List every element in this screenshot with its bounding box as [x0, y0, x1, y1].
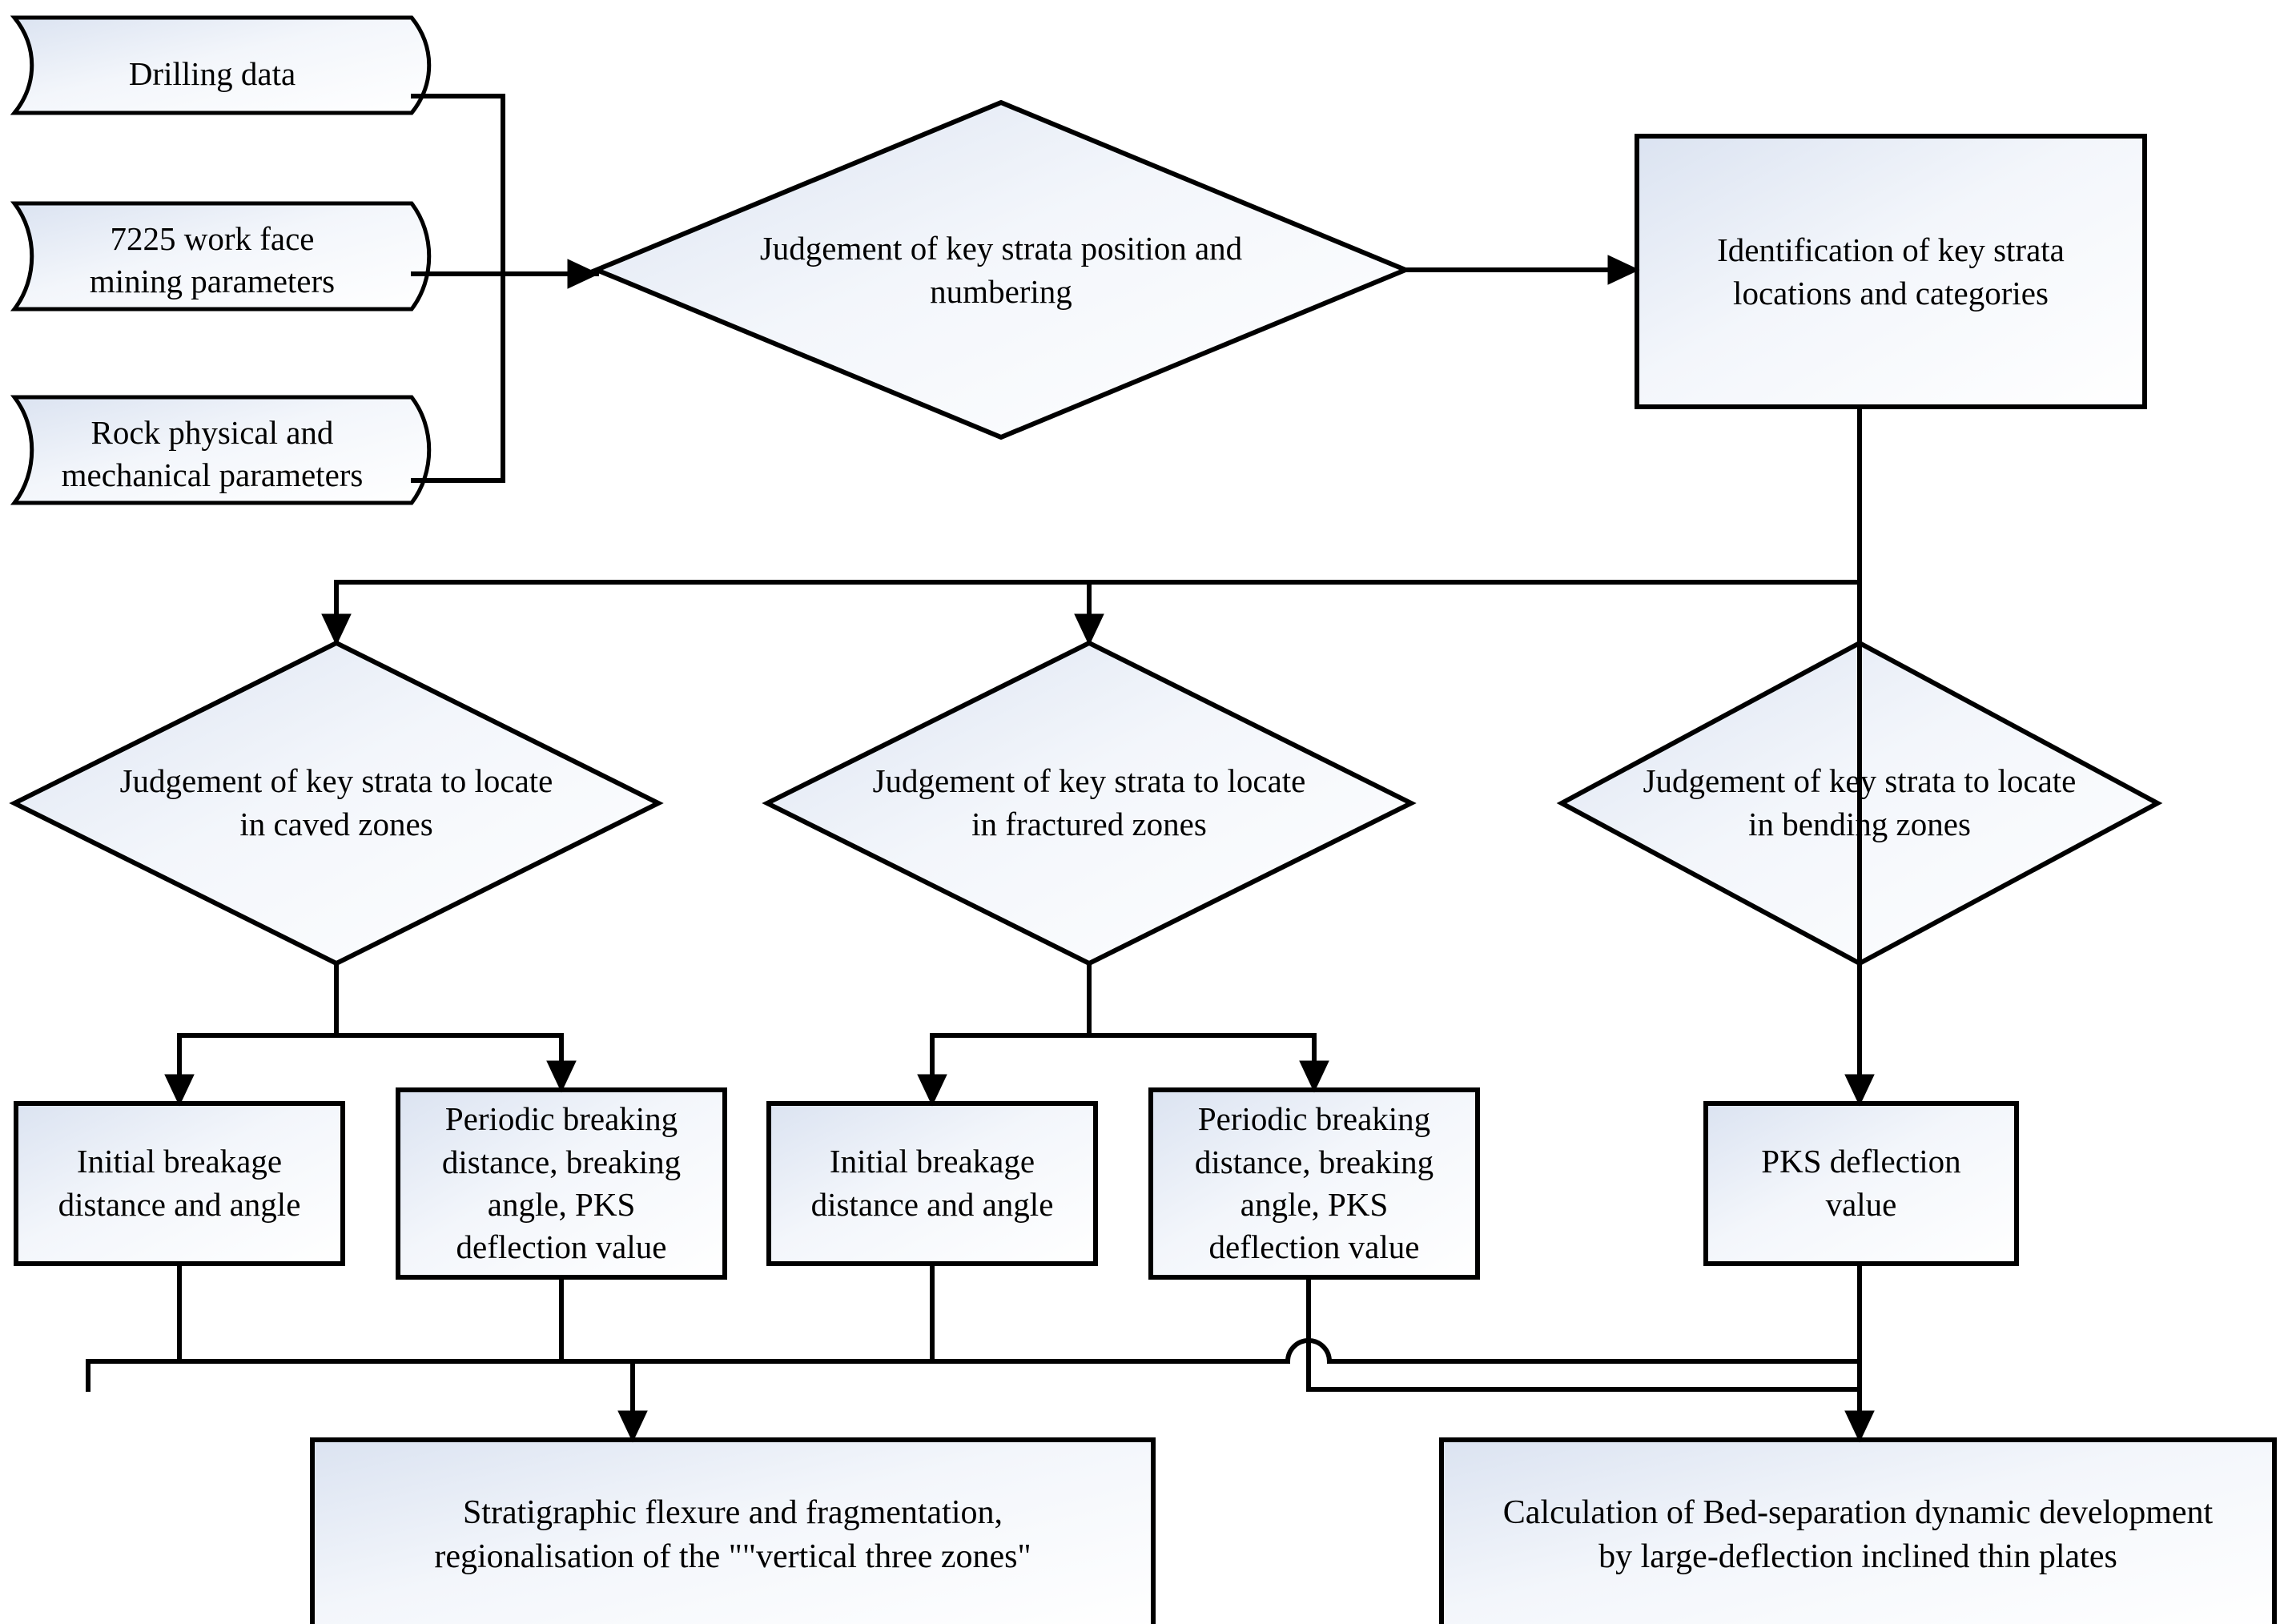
process-shape-fract-periodic[interactable]	[1148, 1087, 1480, 1280]
decision-shape-judge-caved[interactable]	[9, 640, 664, 967]
process-shape-caved-initial[interactable]	[14, 1101, 345, 1266]
input-shape-drilling-data[interactable]	[10, 15, 432, 121]
line-hop-icon	[1285, 1338, 1333, 1365]
decision-shape-judge-fractured[interactable]	[762, 640, 1417, 967]
input-shape-mining-params[interactable]	[10, 201, 432, 312]
edge-inputs-bus	[411, 94, 505, 483]
output-shape-bed-separation[interactable]	[1439, 1437, 2277, 1624]
connector-group	[86, 94, 1875, 1443]
process-shape-fract-initial[interactable]	[766, 1101, 1098, 1266]
output-shape-strat-flexure[interactable]	[310, 1437, 1156, 1624]
process-shape-identification[interactable]	[1635, 134, 2147, 409]
decision-shape-judge-position[interactable]	[590, 36, 1731, 440]
input-shape-rock-params[interactable]	[10, 395, 432, 505]
process-shape-pks-deflection[interactable]	[1703, 1101, 2019, 1266]
process-shape-caved-periodic[interactable]	[396, 1087, 727, 1280]
